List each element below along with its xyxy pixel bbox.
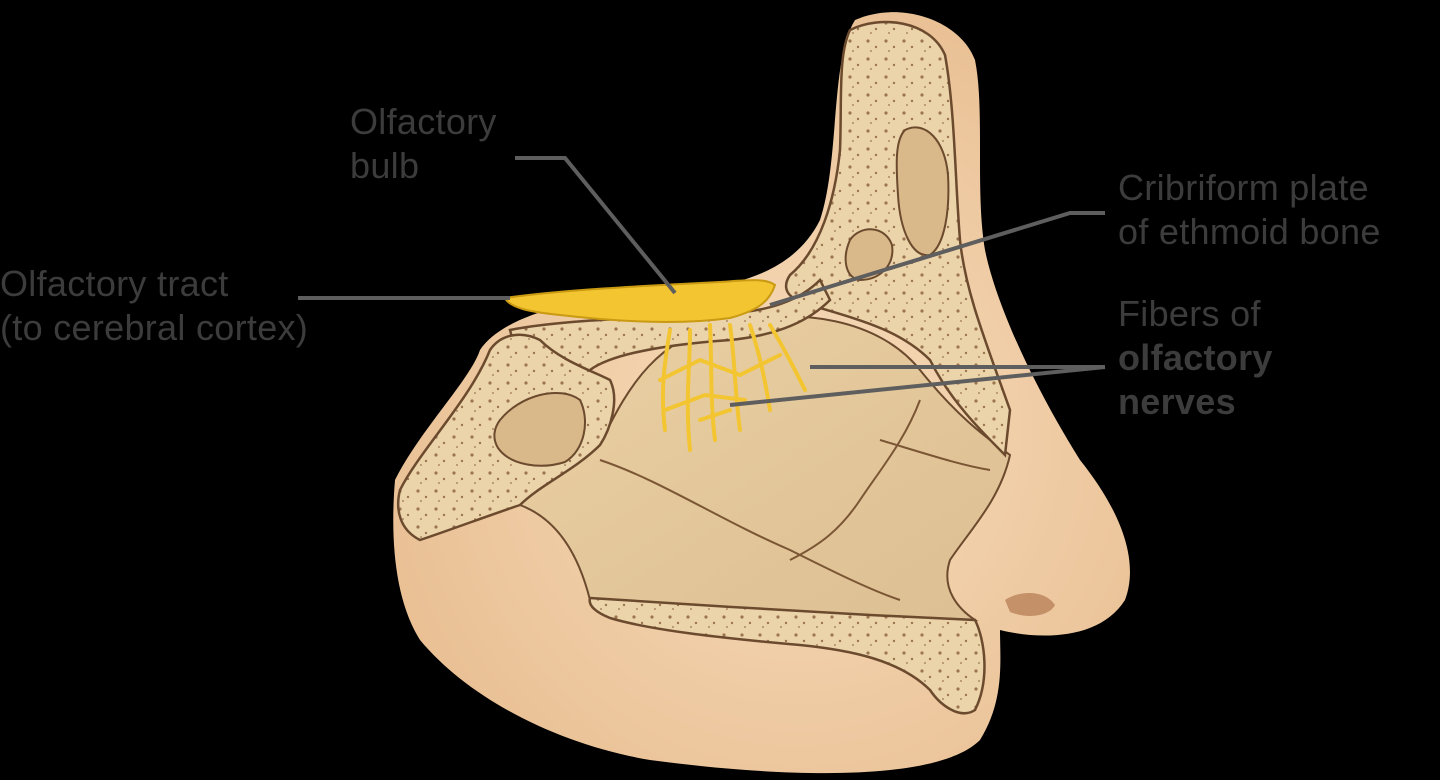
- leader-lines: [298, 156, 1106, 407]
- frontal-bone: [784, 20, 1012, 458]
- label-cribriform-plate-line2: of ethmoid bone: [1118, 211, 1381, 252]
- sphenoid-sinus: [493, 391, 586, 467]
- label-cribriform-plate-line1: Cribriform plate: [1118, 167, 1369, 208]
- label-olfactory-tract: Olfactory tract (to cerebral cortex): [0, 262, 308, 350]
- label-olfactory-tract-line2: (to cerebral cortex): [0, 307, 309, 348]
- label-olfactory-nerves-line1: Fibers of: [1118, 293, 1261, 334]
- label-olfactory-bulb-line2: bulb: [350, 145, 420, 186]
- label-olfactory-bulb-line1: Olfactory: [350, 101, 497, 142]
- label-olfactory-tract-line1: Olfactory tract: [0, 263, 229, 304]
- olfactory-tract-shape: [503, 279, 777, 323]
- leader-cribriform-plate: [769, 211, 1105, 307]
- label-olfactory-nerves: Fibers of olfactory nerves: [1118, 292, 1273, 424]
- leader-olfactory-bulb: [515, 156, 677, 295]
- label-olfactory-bulb: Olfactory bulb: [350, 100, 497, 188]
- hard-palate: [588, 596, 986, 715]
- label-olfactory-nerves-line2: olfactory: [1118, 337, 1273, 378]
- leader-olfactory-nerves-lower: [729, 365, 1106, 407]
- cavity-sutures: [599, 399, 991, 601]
- olfactory-nerve-fibers: [658, 323, 807, 452]
- label-olfactory-nerves-line3: nerves: [1118, 381, 1236, 422]
- nostril: [1005, 593, 1055, 616]
- label-cribriform-plate: Cribriform plate of ethmoid bone: [1118, 166, 1381, 254]
